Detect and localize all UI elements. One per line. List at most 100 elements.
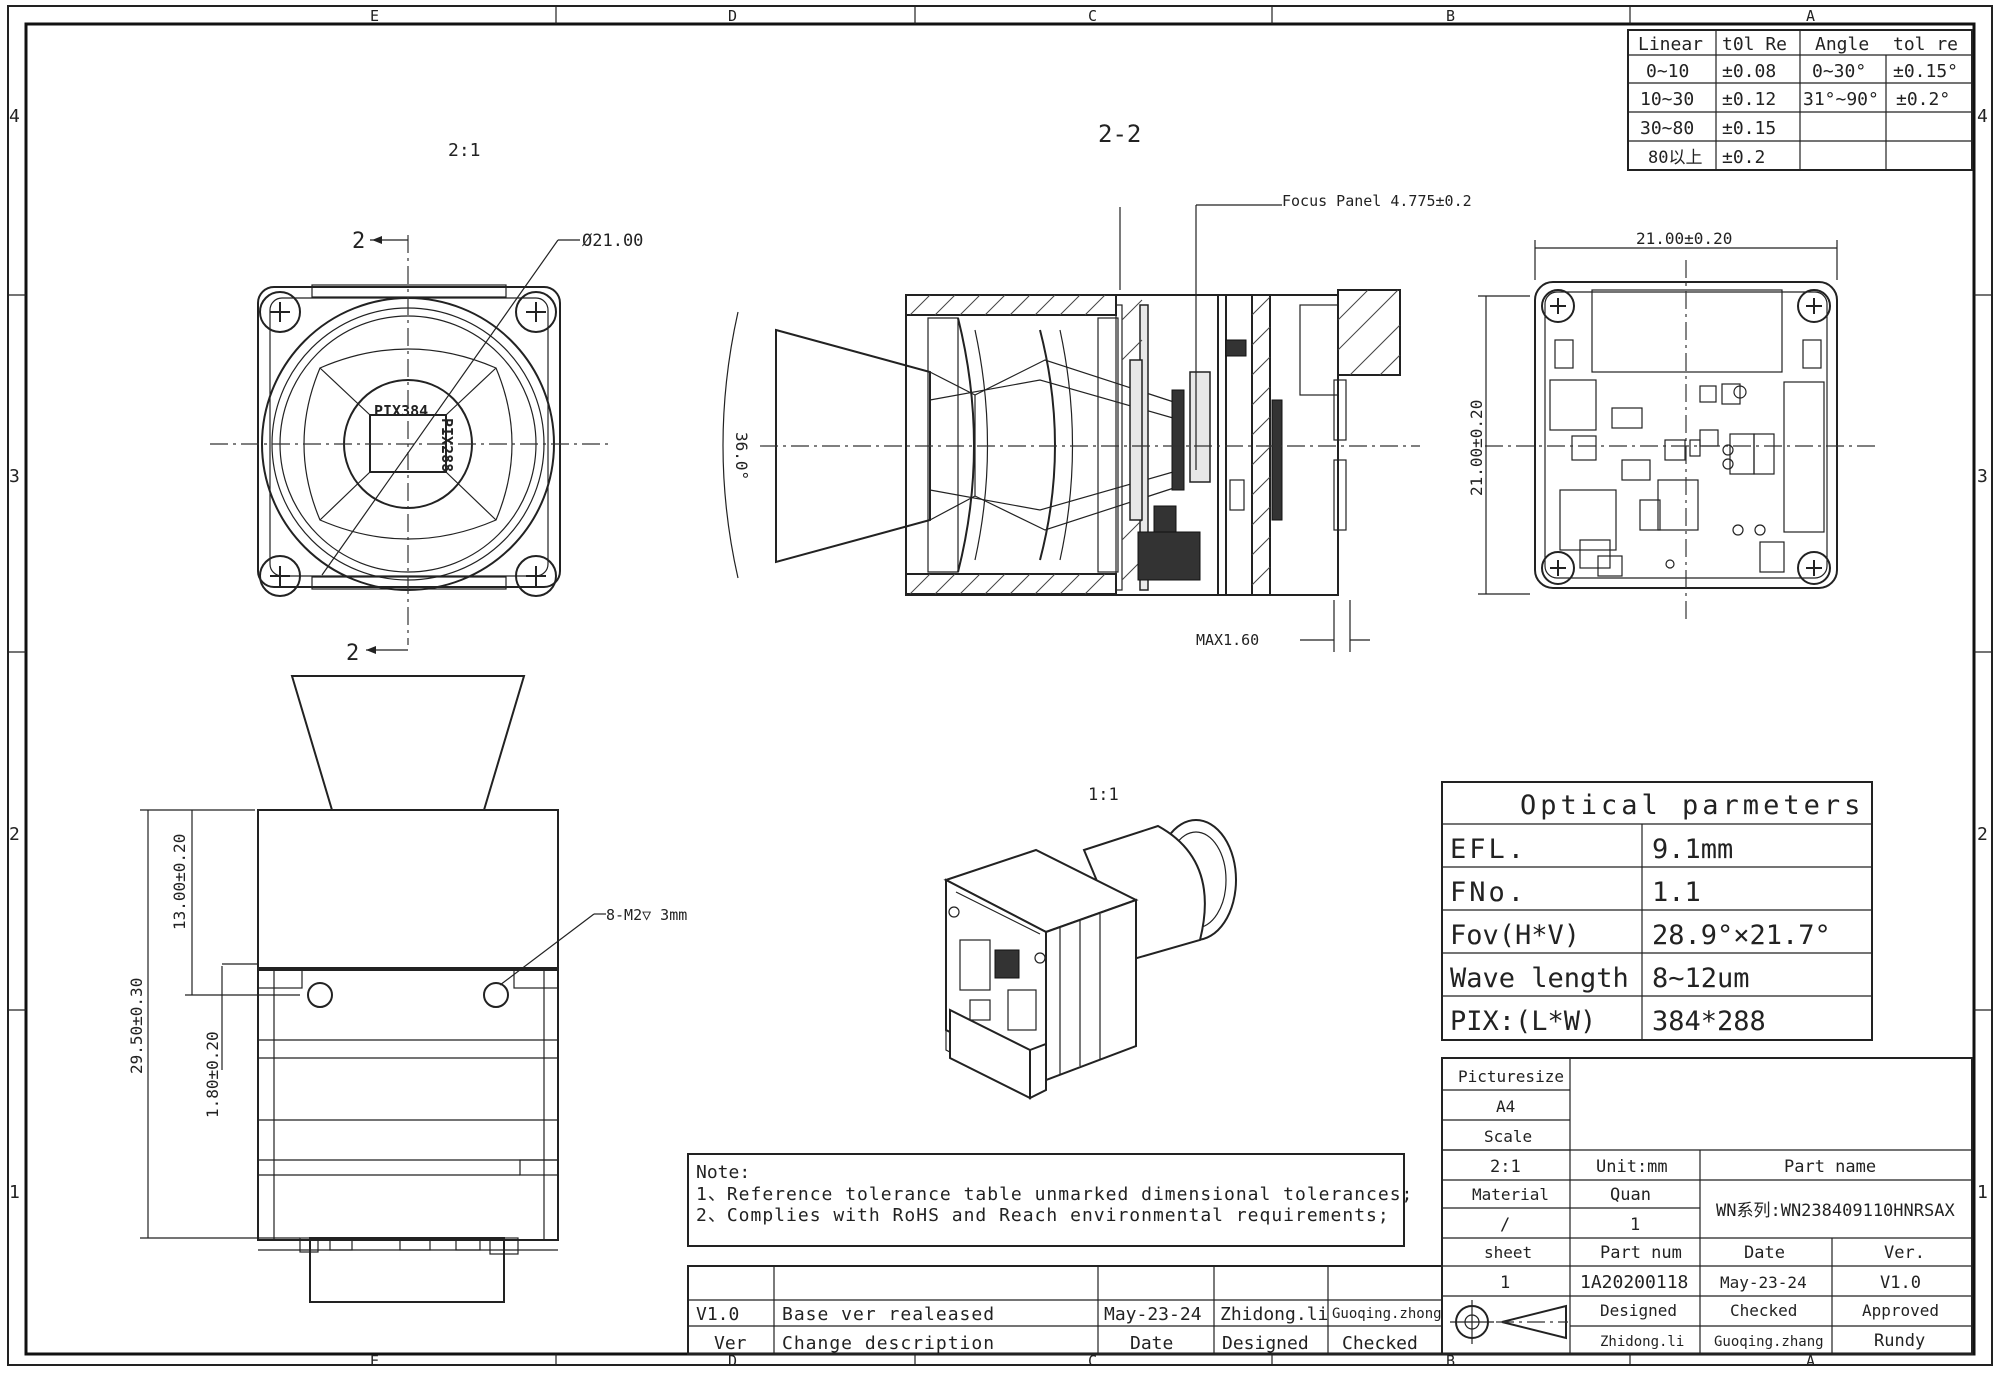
row-label-4: 4 bbox=[9, 106, 20, 127]
screw-note: 8-M2▽ 3mm bbox=[606, 906, 687, 924]
optical-param-name: PIX:(L*W) bbox=[1450, 1006, 1596, 1037]
optical-param-value: 1.1 bbox=[1652, 877, 1701, 908]
col-label-b: B bbox=[1446, 7, 1455, 25]
ver-label: Ver. bbox=[1884, 1243, 1925, 1263]
tol-cell: 10~30 bbox=[1640, 89, 1694, 110]
col-label-d: D bbox=[728, 7, 737, 25]
revision-table: V1.0 Base ver realeased May-23-24 Zhidon… bbox=[687, 1265, 1443, 1355]
front-view: 2:1 PIX384 PIX288 2 2 Ø21 bbox=[210, 140, 643, 666]
side-total-height: 29.50±0.30 bbox=[127, 978, 146, 1074]
front-diameter: Ø21.00 bbox=[582, 231, 643, 251]
part-num-value: 1A20200118 bbox=[1580, 1272, 1688, 1293]
front-view-scale: 2:1 bbox=[448, 140, 481, 161]
tol-cell: ±0.2° bbox=[1896, 89, 1950, 110]
col-label-c: C bbox=[1088, 7, 1097, 25]
section-marker-bottom: 2 bbox=[346, 641, 359, 666]
sensor-label-pix288: PIX288 bbox=[438, 418, 456, 472]
tol-cell: ±0.2 bbox=[1722, 147, 1765, 168]
col-label-e: E bbox=[370, 7, 379, 25]
optical-parameters-table: Optical parmeters EFL. 9.1mm FNo. 1.1 Fo… bbox=[1441, 781, 1873, 1041]
title-block: Picturesize A4 Scale 2:1 Unit:mm Part na… bbox=[1441, 1057, 1973, 1355]
optical-param-name: EFL. bbox=[1450, 834, 1527, 865]
row-label-3-right: 3 bbox=[1977, 466, 1988, 487]
back-height-dim: 21.00±0.20 bbox=[1467, 400, 1486, 496]
quan-label: Quan bbox=[1610, 1185, 1651, 1205]
notes-box: Note: 1、Reference tolerance table unmark… bbox=[687, 1153, 1413, 1247]
tol-cell: ±0.12 bbox=[1722, 89, 1776, 110]
section-marker-top: 2 bbox=[352, 229, 365, 254]
checked-label: Checked bbox=[1730, 1301, 1797, 1320]
drawing-frame: E D C B A E D C B A 4 3 2 1 4 3 2 1 bbox=[7, 5, 1993, 1370]
sheet-label: sheet bbox=[1484, 1243, 1532, 1262]
checked-value: Guoqing.zhang bbox=[1714, 1334, 1824, 1350]
tol-cell: 31°~90° bbox=[1803, 89, 1879, 110]
side-height-13: 13.00±0.20 bbox=[170, 834, 189, 930]
tol-cell: ±0.15° bbox=[1893, 61, 1958, 82]
part-num-label: Part num bbox=[1600, 1243, 1682, 1263]
section-view: 2-2 36.0° bbox=[722, 120, 1472, 652]
designed-label: Designed bbox=[1600, 1301, 1677, 1320]
part-name-value: WN系列:WN238409110HNRSAX bbox=[1716, 1201, 1955, 1221]
row-label-3: 3 bbox=[9, 466, 20, 487]
row-label-4-right: 4 bbox=[1977, 106, 1988, 127]
revision-checked: Guoqing.zhong bbox=[1332, 1306, 1442, 1322]
scale-label: Scale bbox=[1484, 1127, 1532, 1146]
revision-header-description: Change description bbox=[782, 1333, 995, 1354]
revision-designed: Zhidong.li bbox=[1220, 1304, 1328, 1325]
back-view: 21.00±0.20 21.00±0.20 bbox=[1467, 229, 1880, 620]
row-label-1-right: 1 bbox=[1977, 1182, 1988, 1203]
fov-angle: 36.0° bbox=[732, 432, 751, 480]
optical-param-name: FNo. bbox=[1450, 877, 1527, 908]
projection-symbol-icon bbox=[1450, 1300, 1568, 1344]
tol-cell: ±0.15 bbox=[1722, 118, 1776, 139]
unit-label: Unit:mm bbox=[1596, 1157, 1668, 1177]
tolerance-table: Linear t0l Re Angle tol re 0~10 ±0.08 0~… bbox=[1627, 29, 1973, 171]
tol-cell: 30~80 bbox=[1640, 118, 1694, 139]
quan-value: 1 bbox=[1630, 1215, 1640, 1235]
optical-param-name: Fov(H*V) bbox=[1450, 920, 1580, 951]
side-view: 13.00±0.20 29.50±0.30 1.80±0.20 8-M2▽ 3m… bbox=[127, 675, 687, 1303]
optical-param-value: 9.1mm bbox=[1652, 834, 1733, 865]
material-value: / bbox=[1500, 1215, 1510, 1235]
tol-header-angle: Angle bbox=[1815, 34, 1869, 55]
row-label-1: 1 bbox=[9, 1182, 20, 1203]
part-name-label: Part name bbox=[1784, 1157, 1876, 1177]
sheet-value: 1 bbox=[1500, 1273, 1510, 1293]
date-label: Date bbox=[1744, 1243, 1785, 1263]
date-value: May-23-24 bbox=[1720, 1273, 1807, 1292]
tol-cell: 0~10 bbox=[1646, 61, 1689, 82]
col-label-b-bottom: B bbox=[1446, 1352, 1455, 1370]
revision-header-date: Date bbox=[1130, 1333, 1173, 1354]
col-label-a: A bbox=[1806, 7, 1815, 25]
revision-version: V1.0 bbox=[696, 1304, 739, 1325]
isometric-view: 1:1 bbox=[943, 785, 1237, 1100]
col-label-e-bottom: E bbox=[370, 1352, 379, 1370]
row-label-2: 2 bbox=[9, 824, 20, 845]
picturesize-label: Picturesize bbox=[1458, 1067, 1564, 1086]
ver-value: V1.0 bbox=[1880, 1273, 1921, 1293]
picturesize-value: A4 bbox=[1496, 1097, 1515, 1116]
tol-header-linear-tol: t0l Re bbox=[1722, 34, 1787, 55]
max-dim: MAX1.60 bbox=[1196, 631, 1259, 649]
revision-description: Base ver realeased bbox=[782, 1304, 995, 1325]
focus-panel-dim: Focus Panel 4.775±0.2 bbox=[1282, 192, 1472, 210]
note-line-2: 2、Complies with RoHS and Reach environme… bbox=[696, 1205, 1390, 1226]
tol-cell: 0~30° bbox=[1812, 61, 1866, 82]
section-title: 2-2 bbox=[1098, 120, 1141, 148]
notes-title: Note: bbox=[696, 1162, 750, 1183]
revision-header-checked: Checked bbox=[1342, 1333, 1418, 1354]
revision-header-ver: Ver bbox=[714, 1333, 747, 1354]
side-height-1-80: 1.80±0.20 bbox=[203, 1031, 222, 1118]
approved-value: Rundy bbox=[1874, 1331, 1925, 1351]
revision-date: May-23-24 bbox=[1104, 1304, 1202, 1325]
scale-value: 2:1 bbox=[1490, 1157, 1521, 1177]
tol-cell: ±0.08 bbox=[1722, 61, 1776, 82]
revision-header-designed: Designed bbox=[1222, 1333, 1309, 1354]
tol-header-linear: Linear bbox=[1638, 34, 1703, 55]
note-line-1: 1、Reference tolerance table unmarked dim… bbox=[696, 1184, 1413, 1205]
iso-scale: 1:1 bbox=[1088, 785, 1119, 805]
optical-param-value: 28.9°×21.7° bbox=[1652, 920, 1831, 951]
sensor-label-pix384: PIX384 bbox=[374, 402, 428, 420]
